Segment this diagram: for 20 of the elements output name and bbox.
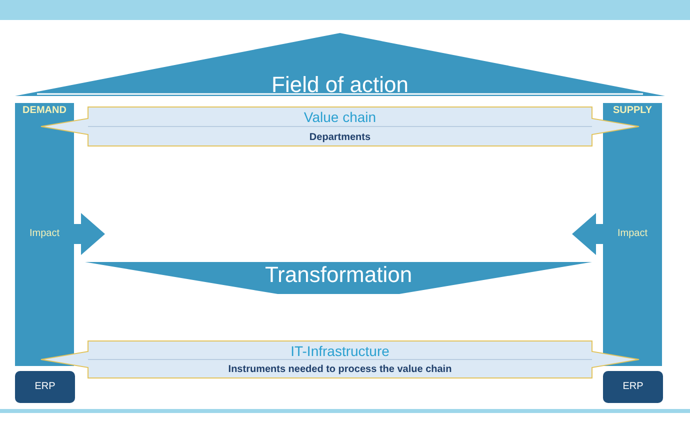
edge-label: Impact	[617, 229, 648, 239]
funnel-shape	[85, 262, 592, 294]
band-title: Value chain	[304, 110, 376, 124]
erp-box	[603, 371, 663, 403]
block-arrow	[572, 213, 603, 255]
pillar-label: DEMAND	[22, 106, 66, 116]
box-label: ERP	[34, 382, 56, 392]
band-subtitle: Instruments needed to process the value chain	[228, 365, 452, 376]
funnel-title: Transformation	[264, 264, 412, 286]
roof-title: Field of action	[272, 74, 408, 96]
band-subtitle: Departments	[309, 132, 371, 143]
double-arrow-band	[40, 340, 640, 379]
band-title: IT-Infrastructure	[290, 344, 390, 358]
box-label: ERP	[622, 382, 644, 392]
pillar	[15, 103, 74, 366]
edge-label: Impact	[29, 229, 60, 239]
erp-box	[15, 371, 75, 403]
pillar	[603, 103, 662, 366]
pillar-label: SUPPLY	[612, 106, 652, 116]
block-arrow	[74, 213, 105, 255]
